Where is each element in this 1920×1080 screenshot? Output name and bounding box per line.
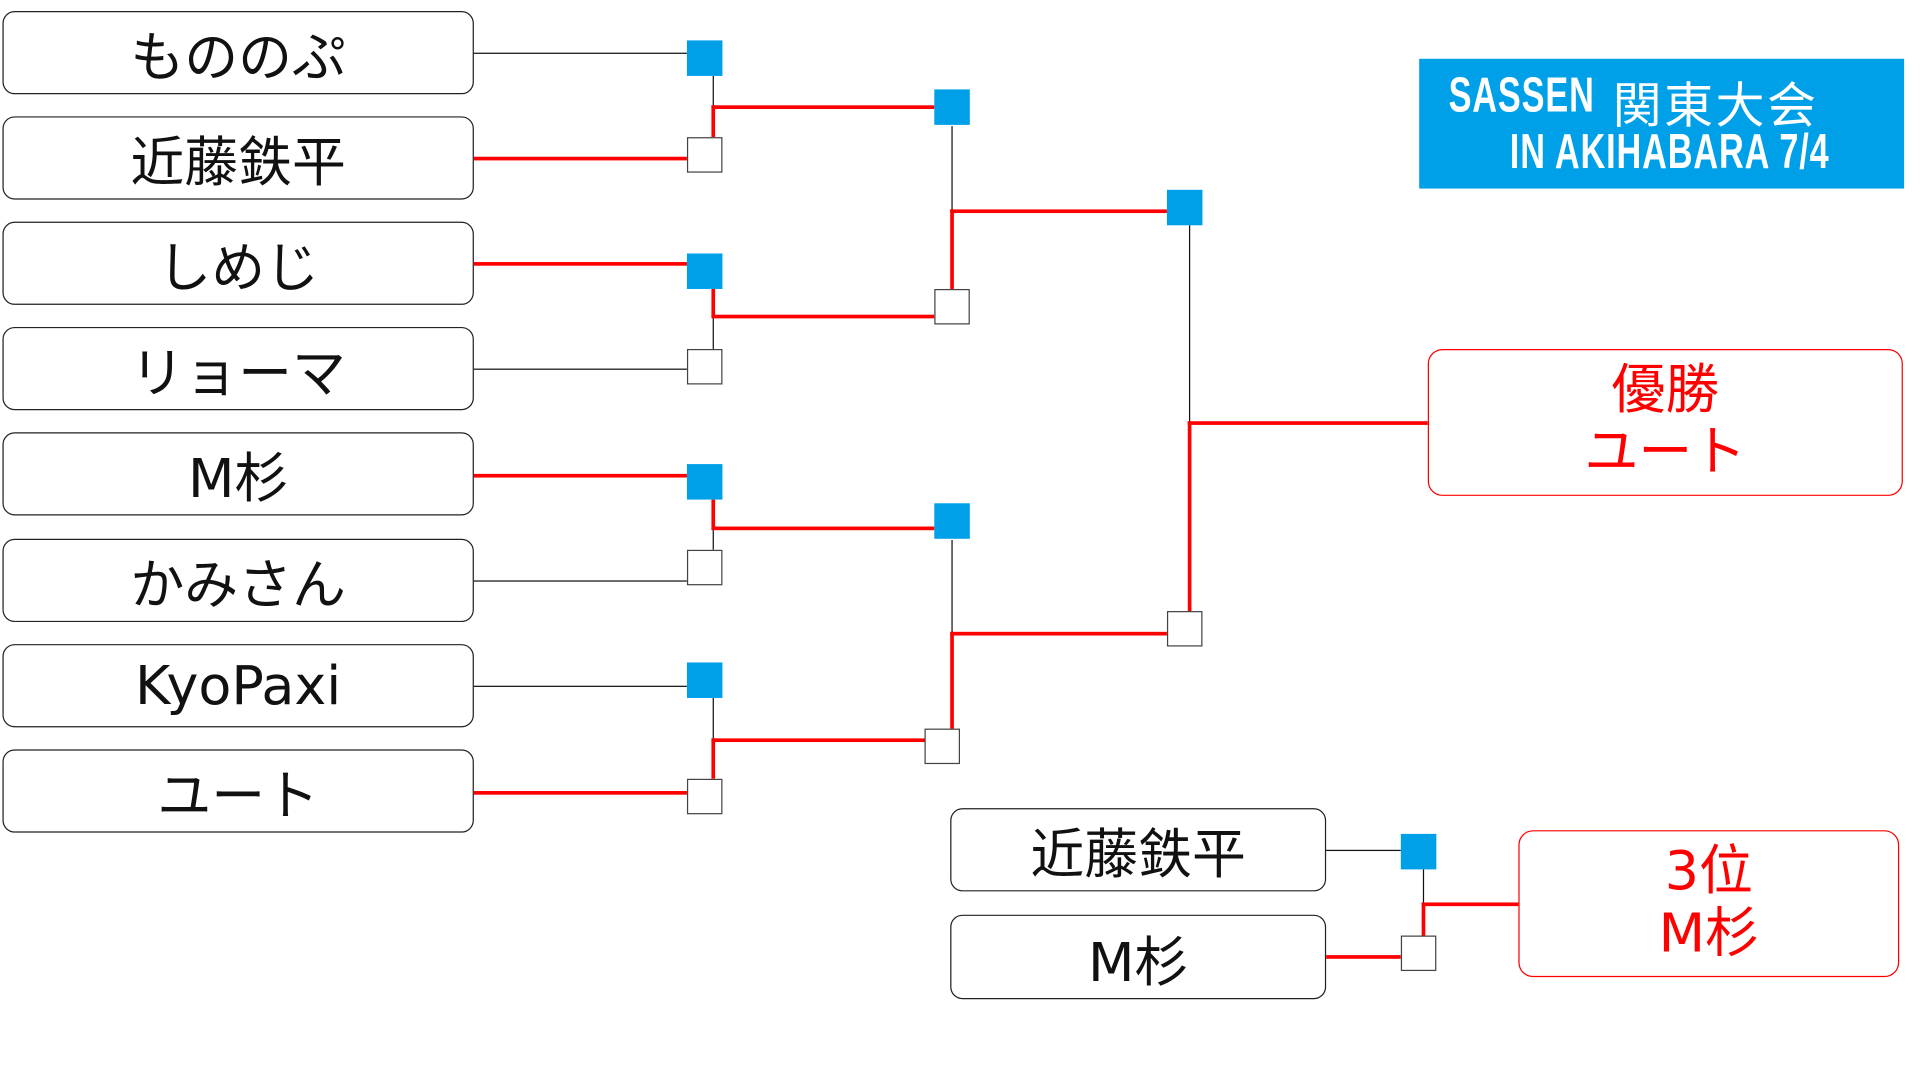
bracket-line-winner: [950, 209, 1167, 213]
winner-marker: [1400, 833, 1437, 870]
bracket-line: [712, 75, 715, 107]
entrant-box: ユート: [2, 749, 474, 833]
bracket-line-winner: [711, 738, 925, 742]
title-sassen: SASSEN: [1448, 68, 1595, 123]
bracket-line-winner: [711, 105, 935, 109]
bracket-line-winner: [950, 631, 954, 729]
bracket-line-winner: [711, 314, 935, 318]
entrant-box: KyoPaxi: [2, 644, 474, 728]
winner-marker: [686, 40, 723, 76]
title-kanto: 関東大会: [1612, 79, 1819, 134]
bracket-line-winner: [473, 156, 687, 160]
entrant-box: しめじ: [2, 221, 474, 305]
bracket-line: [473, 368, 687, 371]
bracket-line-winner: [711, 288, 715, 316]
entrant-box: 近藤鉄平: [2, 116, 474, 200]
bracket-line: [1188, 225, 1191, 423]
third-place-label: 3位: [1664, 840, 1753, 903]
bracket-line-winner: [1187, 421, 1428, 425]
bracket-line: [712, 315, 715, 349]
bracket-line: [951, 126, 954, 211]
loser-marker: [1166, 611, 1203, 647]
bracket-line: [1422, 869, 1425, 904]
winner-marker: [686, 253, 723, 289]
bracket-line-winner: [1421, 902, 1519, 906]
bracket-line-winner: [711, 526, 935, 530]
winner-marker: [1166, 189, 1203, 226]
loser-marker: [934, 288, 970, 325]
bracket-line: [473, 580, 687, 583]
winner-marker: [686, 464, 723, 500]
bracket-line-winner: [1187, 421, 1191, 612]
bracket-line: [712, 697, 715, 740]
third-place-entrant-box: M杉: [950, 914, 1327, 1000]
third-place-name: M杉: [1658, 902, 1759, 965]
winner-marker: [934, 89, 970, 125]
bracket-line-winner: [950, 209, 954, 289]
entrant-box: リョーマ: [2, 326, 474, 411]
bracket-line-winner: [1326, 955, 1401, 959]
champion-box: 優勝 ユート: [1427, 348, 1903, 496]
champion-name: ユート: [1584, 421, 1747, 484]
loser-marker: [686, 778, 723, 815]
entrant-box: もののぷ: [2, 11, 474, 95]
bracket-line-winner: [1421, 902, 1425, 936]
champion-label: 優勝: [1611, 359, 1720, 422]
loser-marker: [686, 137, 723, 173]
loser-marker: [924, 728, 961, 765]
bracket-line-winner: [473, 473, 687, 477]
bracket-line-winner: [950, 631, 1167, 635]
third-place-box: 3位 M杉: [1518, 830, 1900, 978]
winner-marker: [686, 662, 723, 698]
loser-marker: [686, 348, 723, 385]
loser-marker: [1400, 935, 1437, 972]
bracket-line: [473, 685, 687, 688]
bracket-line: [1326, 849, 1401, 852]
bracket-line: [473, 52, 687, 55]
third-place-entrant-box: 近藤鉄平: [950, 808, 1327, 892]
bracket-line: [951, 540, 954, 634]
event-title-banner: SASSEN 関東大会 IN AKIHABARA 7/4: [1419, 58, 1905, 189]
bracket-line-winner: [711, 499, 715, 528]
bracket-line: [712, 527, 715, 550]
bracket-line-winner: [473, 791, 687, 795]
bracket-line-winner: [473, 262, 687, 266]
bracket-line-winner: [711, 105, 715, 138]
bracket-line-winner: [711, 738, 715, 779]
title-location-date: IN AKIHABARA 7/4: [1509, 124, 1830, 179]
entrant-box: M杉: [2, 432, 474, 516]
winner-marker: [934, 503, 970, 539]
entrant-box: かみさん: [2, 538, 474, 623]
loser-marker: [686, 549, 723, 586]
